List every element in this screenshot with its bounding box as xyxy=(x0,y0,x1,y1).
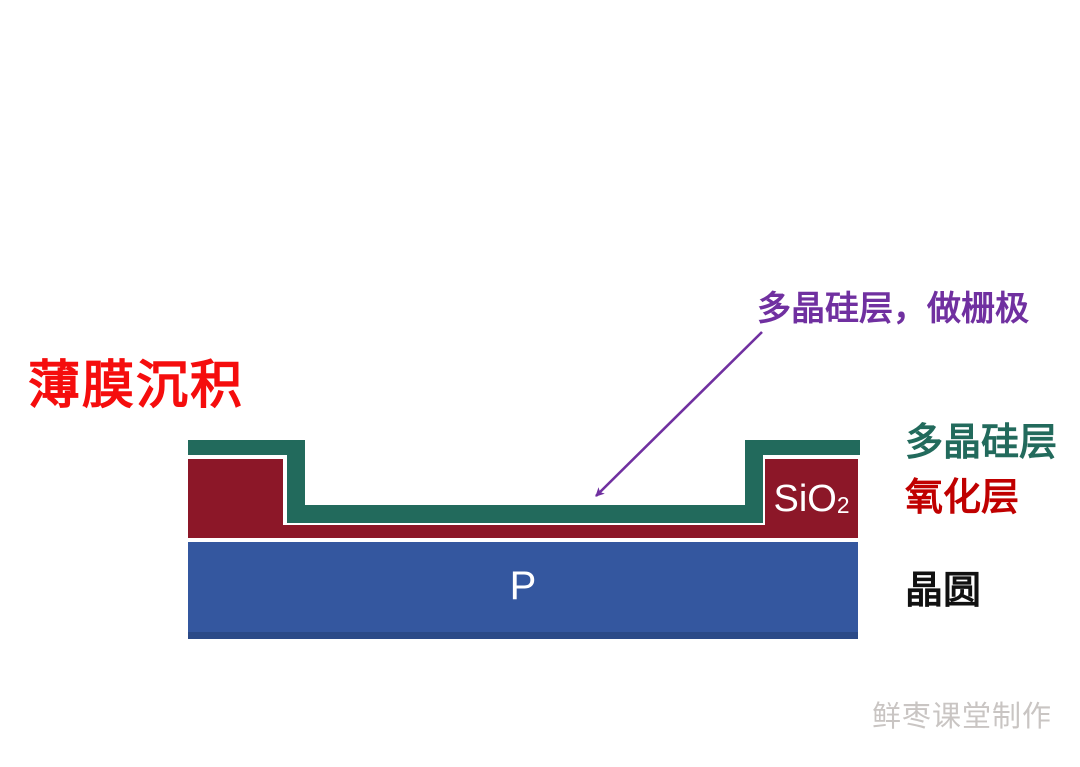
annotation-polysilicon-gate: 多晶硅层，做栅极 xyxy=(757,290,1029,328)
slide-title: 薄膜沉积 xyxy=(28,357,245,415)
watermark: 鲜枣课堂制作 xyxy=(872,701,1053,733)
oxide-region-label-base: SiO xyxy=(773,477,837,520)
legend-oxide-label: 氧化层 xyxy=(905,477,1020,519)
oxide-layer-right-block xyxy=(765,459,858,538)
oxide-region-label-subscript: 2 xyxy=(836,492,850,519)
oxide-layer-left-block xyxy=(188,459,283,538)
legend-polysilicon-label: 多晶硅层 xyxy=(905,422,1058,464)
wafer-substrate xyxy=(188,542,858,639)
polysilicon-layer-left-cap xyxy=(188,440,305,455)
wafer-region-label: P xyxy=(509,564,537,608)
polysilicon-layer-left-sidewall xyxy=(287,455,305,523)
polysilicon-layer-trench-strip xyxy=(305,505,745,523)
legend-wafer-label: 晶圆 xyxy=(905,570,982,612)
oxide-layer-trench-strip xyxy=(283,525,765,538)
polysilicon-layer-right-cap xyxy=(745,440,860,455)
polysilicon-layer-right-sidewall xyxy=(745,455,763,523)
